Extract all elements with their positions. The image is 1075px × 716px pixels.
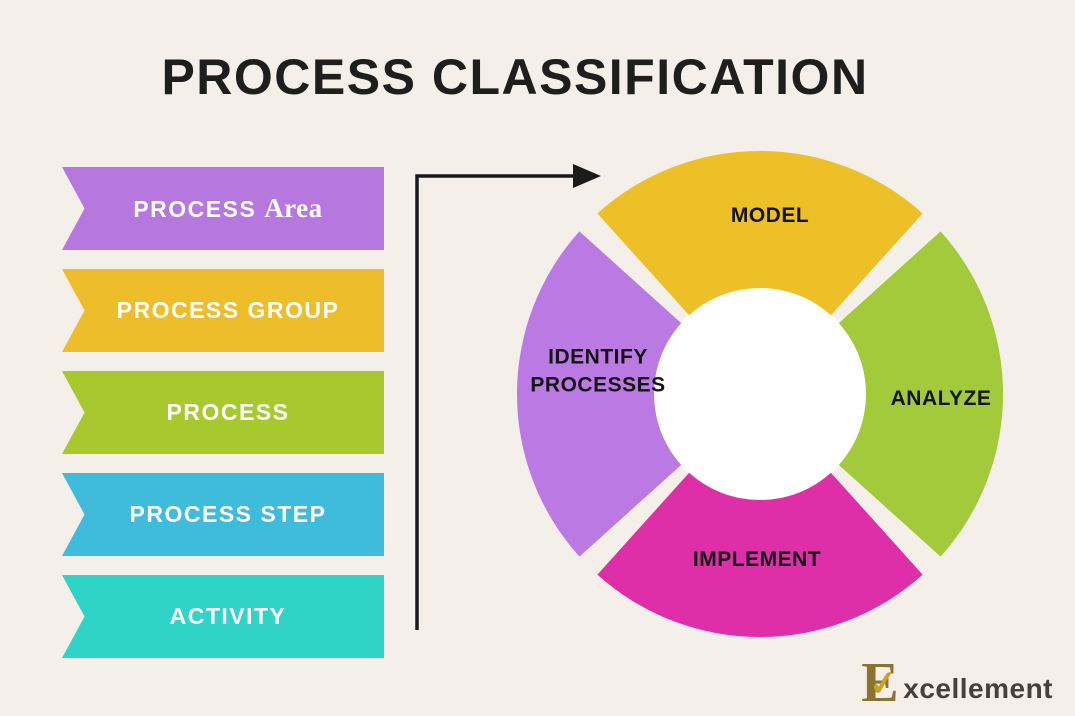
- hierarchy-item-label: PROCESS STEP: [129, 501, 327, 527]
- hierarchy-item-process: PROCESS: [62, 371, 384, 454]
- label-sans: PROCESS: [133, 196, 257, 222]
- excellement-logo: E ✓ xcellement: [861, 655, 1053, 712]
- hierarchy-item-process-area: PROCESS Area: [62, 167, 384, 250]
- flow-arrow-line: [415, 174, 575, 630]
- hierarchy-item-label: PROCESS: [166, 399, 290, 425]
- logo-initial-letter: E: [861, 652, 899, 714]
- logo-initial: E ✓: [861, 655, 903, 712]
- page-title: PROCESS CLASSIFICATION: [161, 49, 869, 105]
- segment-identify-processes: [516, 231, 682, 557]
- logo-text: xcellement: [903, 673, 1053, 704]
- donut-hole: [653, 287, 867, 501]
- hierarchy-item-activity: ACTIVITY: [62, 575, 384, 658]
- segment-label-identify-processes: IDENTIFY PROCESSES: [530, 345, 666, 397]
- segment-label-implement: IMPLEMENT: [692, 547, 822, 571]
- segment-implement: [597, 472, 923, 638]
- hierarchy-item-label: PROCESS Area: [123, 193, 322, 224]
- hierarchy-item-label: PROCESS GROUP: [116, 297, 340, 323]
- hierarchy-item-process-group: PROCESS GROUP: [62, 269, 384, 352]
- process-cycle-donut: MODEL ANALYZE IMPLEMENT IDENTIFY PROCESS…: [510, 144, 1010, 644]
- flow-arrow: [415, 164, 601, 630]
- hierarchy-list: PROCESS Area PROCESS GROUP PROCESS PROCE…: [62, 167, 384, 677]
- flow-arrowhead-icon: [573, 164, 601, 188]
- hierarchy-item-label: ACTIVITY: [169, 603, 287, 629]
- label-serif: Area: [264, 193, 323, 223]
- segment-analyze: [838, 231, 1004, 557]
- segment-model: [597, 150, 923, 316]
- check-icon: ✓: [867, 663, 900, 705]
- segment-label-model: MODEL: [730, 203, 810, 227]
- hierarchy-item-process-step: PROCESS STEP: [62, 473, 384, 556]
- segment-label-analyze: ANALYZE: [890, 386, 992, 410]
